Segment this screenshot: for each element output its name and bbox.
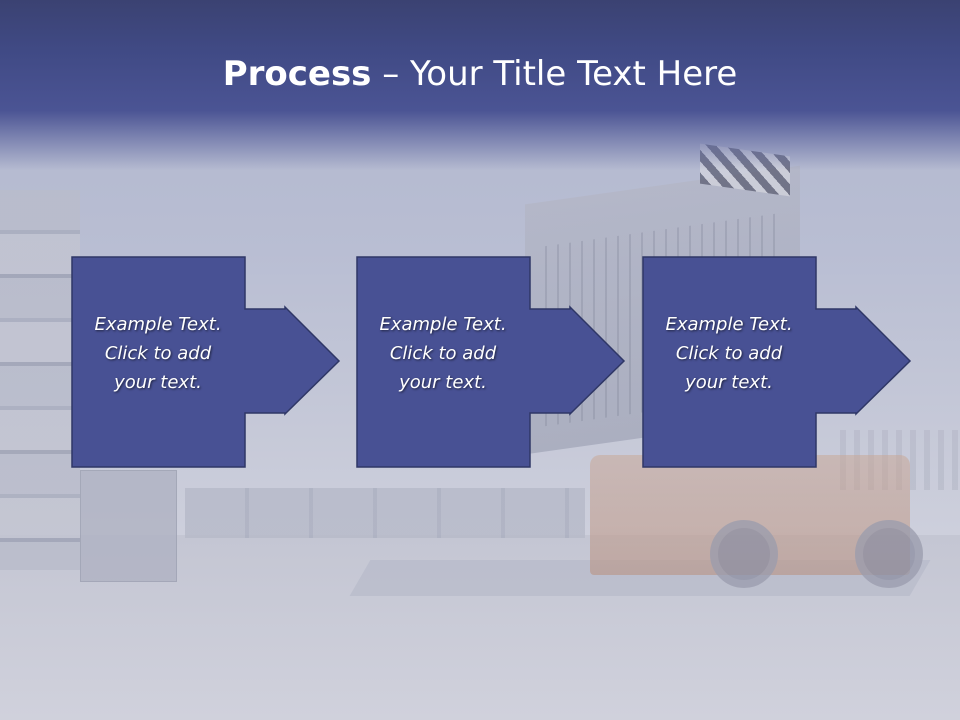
step-arrow-shape xyxy=(71,256,341,468)
title-rest: – Your Title Text Here xyxy=(371,54,738,94)
step-text-line: Click to add xyxy=(104,343,212,364)
background-wheel xyxy=(710,520,778,588)
step-text[interactable]: Example Text. Click to add your text. xyxy=(77,310,239,397)
process-step[interactable]: Example Text. Click to add your text. xyxy=(642,256,912,469)
slide-title[interactable]: Process – Your Title Text Here xyxy=(0,52,960,96)
background-container-row xyxy=(185,488,585,538)
step-arrow-shape xyxy=(356,256,626,468)
background-wheel xyxy=(855,520,923,588)
step-text-line: Click to add xyxy=(675,343,783,364)
step-text-line: Example Text. xyxy=(94,314,222,335)
step-arrow-shape xyxy=(642,256,912,468)
step-text[interactable]: Example Text. Click to add your text. xyxy=(362,310,524,397)
step-text-line: your text. xyxy=(399,372,487,393)
title-bold: Process xyxy=(222,54,372,94)
step-text-line: Example Text. xyxy=(379,314,507,335)
background-container-stack xyxy=(0,190,80,570)
step-text-line: Click to add xyxy=(389,343,497,364)
title-band xyxy=(0,0,960,170)
step-text-line: Example Text. xyxy=(665,314,793,335)
process-step[interactable]: Example Text. Click to add your text. xyxy=(356,256,626,469)
step-text-line: your text. xyxy=(685,372,773,393)
step-text-line: your text. xyxy=(114,372,202,393)
background-crate xyxy=(80,470,177,582)
process-step[interactable]: Example Text. Click to add your text. xyxy=(71,256,341,469)
step-text[interactable]: Example Text. Click to add your text. xyxy=(648,310,810,397)
